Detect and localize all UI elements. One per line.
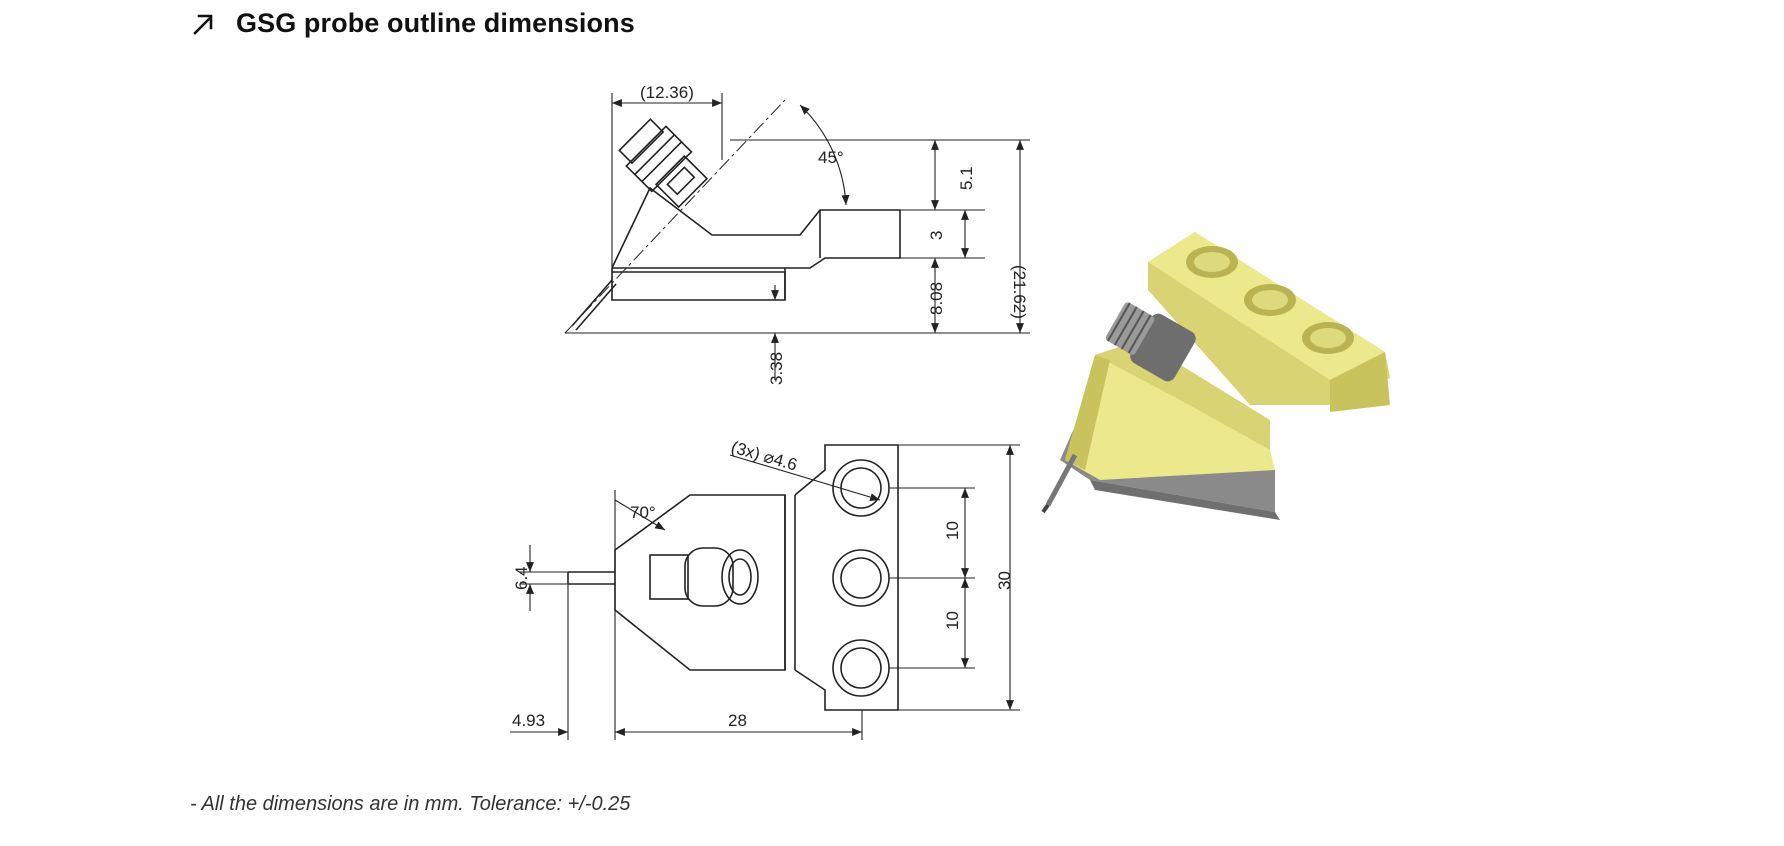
dim-total-width: 30 xyxy=(995,571,1014,590)
dim-holes: (3x) ⌀4.6 xyxy=(729,438,799,475)
probe-3d-render xyxy=(1041,232,1390,520)
side-view-dimensions xyxy=(611,93,1024,380)
dim-tip: 3.38 xyxy=(767,352,786,385)
dim-angle-70: 70° xyxy=(630,503,656,522)
dim-base: 8.08 xyxy=(927,282,946,315)
page-header: GSG probe outline dimensions xyxy=(190,8,635,39)
top-view xyxy=(567,444,899,711)
side-view-labels: (12.36) 45° 5.1 3 8.08 (21.62) 3.38 xyxy=(640,83,1029,385)
side-view xyxy=(564,99,1030,334)
arrow-up-right-icon xyxy=(193,14,213,35)
top-view-dimensions xyxy=(510,444,1020,740)
dim-pitch-1: 10 xyxy=(943,521,962,540)
dim-length: 28 xyxy=(728,711,747,730)
dim-step: 5.1 xyxy=(957,166,976,190)
dim-tip-width: 6.4 xyxy=(512,566,531,590)
page-title: GSG probe outline dimensions xyxy=(236,8,635,38)
dim-body: 3 xyxy=(927,231,946,240)
footer-note: - All the dimensions are in mm. Toleranc… xyxy=(190,793,631,815)
dim-pitch-2: 10 xyxy=(943,611,962,630)
dim-total-height: (21.62) xyxy=(1010,265,1029,319)
dim-tip-offset: 4.93 xyxy=(512,711,545,730)
dim-angle-45: 45° xyxy=(818,148,844,167)
dim-top-width: (12.36) xyxy=(640,83,694,102)
